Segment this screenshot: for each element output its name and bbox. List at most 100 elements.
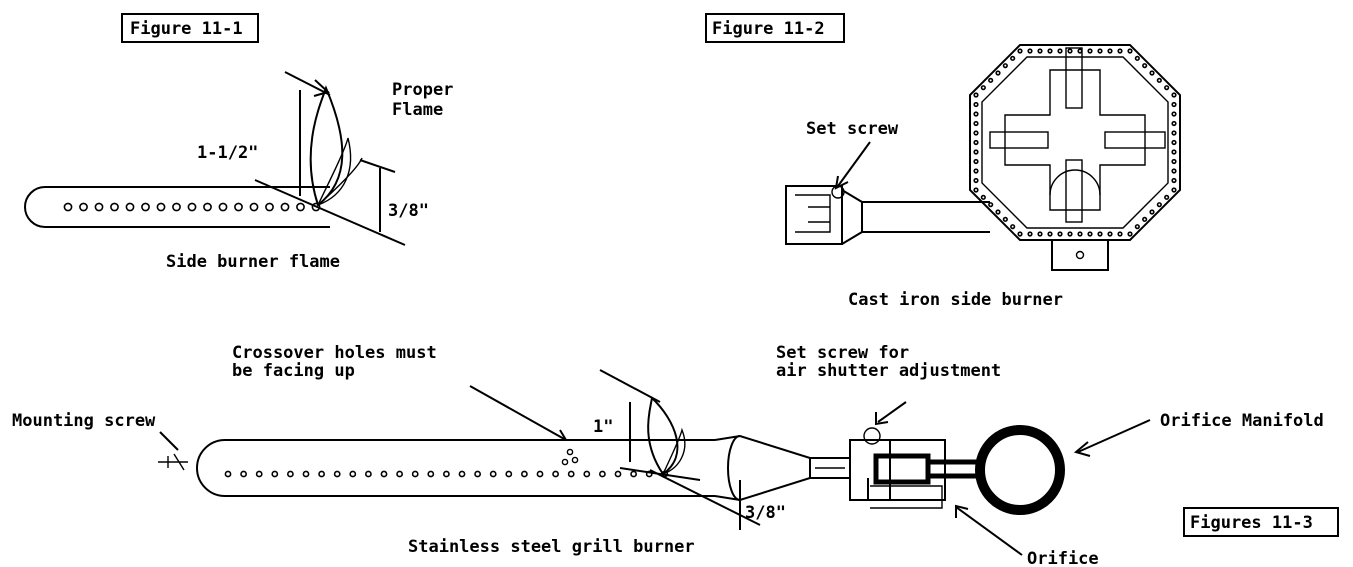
burner-port xyxy=(1057,48,1063,54)
burner-port xyxy=(280,202,290,212)
cast-iron-burner-head xyxy=(969,44,1181,241)
set-screw-arrow xyxy=(834,175,849,190)
orifice-label: Orifice xyxy=(1027,549,1099,567)
burner-port xyxy=(1171,158,1177,165)
orifice-manifold xyxy=(975,425,1065,515)
burner-port xyxy=(1171,130,1177,136)
figure-11-1-title-box xyxy=(121,13,259,43)
burner-port xyxy=(1010,55,1016,61)
burner-port xyxy=(1057,231,1063,237)
cast-iron-side-burner-caption: Cast iron side burner xyxy=(848,290,1063,310)
burner-port xyxy=(567,470,575,478)
grill-burner-flame xyxy=(647,395,679,476)
burner-port xyxy=(1134,55,1140,61)
flame-top-extension xyxy=(284,71,331,96)
burner-port xyxy=(1047,231,1053,237)
orifice-stem xyxy=(925,459,983,479)
inner-cone-label: 3/8" xyxy=(388,201,429,221)
burner-port xyxy=(1171,101,1177,108)
set-screw-air-shutter-label-2: air shutter adjustment xyxy=(776,361,1001,381)
figure-11-3-title: Figures 11-3 xyxy=(1190,513,1313,533)
burner-port xyxy=(271,470,279,478)
orifice-fitting xyxy=(873,453,931,485)
burner-port xyxy=(1107,48,1113,54)
grill-venturi-cone xyxy=(714,434,811,502)
burner-port xyxy=(599,470,606,478)
burner-port xyxy=(973,130,979,136)
flame-base-extension xyxy=(254,179,406,246)
burner-arm-cap xyxy=(1049,169,1101,196)
burner-port xyxy=(988,202,994,208)
burner-port xyxy=(995,209,1001,215)
burner-port xyxy=(1077,231,1083,237)
set-screw-air-shutter-label-1: Set screw for xyxy=(776,343,909,363)
burner-port xyxy=(1171,177,1177,184)
side-burner-ports xyxy=(63,202,321,212)
burner-port xyxy=(583,470,591,478)
burner-arm-right xyxy=(1104,131,1166,149)
figure-11-1-title: Figure 11-1 xyxy=(130,19,243,39)
burner-port xyxy=(973,177,979,184)
burner-port xyxy=(224,470,232,478)
set-screw-label: Set screw xyxy=(806,119,899,139)
burner-port xyxy=(1067,231,1073,237)
burner-port xyxy=(1117,231,1123,237)
grill-burner-flame-inner xyxy=(662,427,686,475)
burner-port xyxy=(1037,48,1043,54)
orifice-manifold-arrow xyxy=(1073,441,1091,457)
burner-port xyxy=(1142,216,1148,222)
burner-port xyxy=(1127,231,1133,237)
burner-head-ports xyxy=(973,48,1177,237)
venturi-cone xyxy=(841,189,863,245)
burner-port xyxy=(141,202,150,212)
crossover-hole-1 xyxy=(566,448,574,456)
grill-flame-top-ext xyxy=(599,369,661,403)
burner-port xyxy=(973,120,979,127)
burner-port xyxy=(296,202,305,212)
burner-port xyxy=(1171,111,1177,117)
burner-port xyxy=(1171,139,1177,146)
proper-flame-label-2: Flame xyxy=(392,100,443,120)
burner-port xyxy=(427,470,435,478)
burner-port xyxy=(1107,231,1113,237)
burner-port xyxy=(125,202,135,212)
proper-flame-label-1: Proper xyxy=(392,80,453,100)
burner-port xyxy=(302,470,310,478)
set-screw xyxy=(831,185,845,199)
burner-port xyxy=(1087,231,1093,237)
crossover-holes-label-1: Crossover holes must xyxy=(232,343,437,363)
orifice-arrow xyxy=(955,504,969,518)
figure-11-3: Crossover holes must be facing up Set sc… xyxy=(12,343,1339,567)
proper-flame xyxy=(309,85,344,207)
burner-port xyxy=(396,470,403,478)
burner-port xyxy=(234,202,243,212)
burner-port xyxy=(79,202,88,212)
burner-port xyxy=(536,470,544,478)
burner-port xyxy=(1171,149,1177,155)
burner-port xyxy=(411,470,419,478)
grill-inner-dim-ext xyxy=(649,469,761,526)
air-shutter-set-screw xyxy=(863,427,881,445)
burner-port xyxy=(1002,63,1008,69)
burner-port xyxy=(988,77,994,83)
inner-cone-extension xyxy=(359,159,396,173)
burner-port xyxy=(1067,48,1073,54)
burner-port xyxy=(1002,216,1008,222)
burner-arm-top xyxy=(1065,47,1083,109)
figure-11-2: Figure 11-2 Set screw Cast iron side bur… xyxy=(705,13,1181,310)
flame-top-arrow xyxy=(313,79,330,97)
burner-port xyxy=(1127,48,1133,54)
burner-port xyxy=(187,202,197,212)
mounting-tab-hole xyxy=(1075,250,1085,260)
burner-port xyxy=(1027,231,1033,237)
burner-port xyxy=(172,202,181,212)
burner-port xyxy=(265,202,274,212)
burner-port xyxy=(521,470,528,478)
burner-port xyxy=(1134,224,1140,230)
burner-port xyxy=(1171,92,1177,98)
burner-port xyxy=(349,470,357,478)
burner-port xyxy=(1164,85,1170,91)
burner-port xyxy=(1164,194,1170,200)
burner-mounting-tab xyxy=(1051,239,1109,271)
